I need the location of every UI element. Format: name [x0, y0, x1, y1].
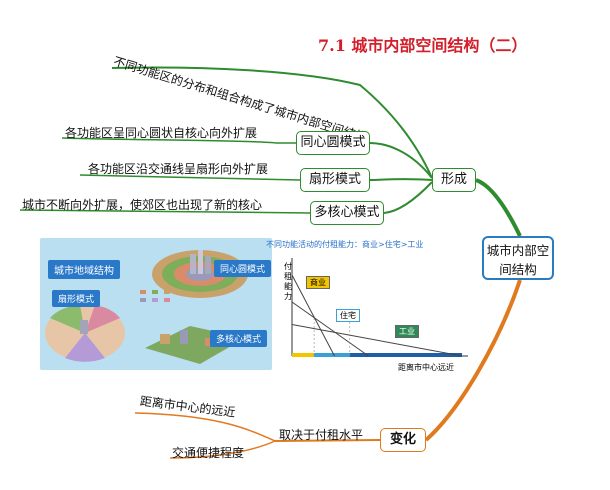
- chart-title: 不同功能活动的付租能力：商业>住宅>工业: [266, 240, 424, 249]
- tag-concentric: 同心圆模式: [214, 260, 272, 277]
- connector-desc-2: [79, 174, 301, 181]
- bid-rent-chart: [291, 258, 468, 357]
- connector-sub-2: [169, 440, 276, 459]
- page-title: 7.1 城市内部空间结构（二）: [318, 36, 528, 55]
- legend-swatches: [140, 290, 170, 302]
- model-sector-node: 扇形模式: [300, 168, 370, 192]
- model-desc-multinuclei: 城市不断向外扩展，使郊区也出现了新的核心: [22, 198, 263, 212]
- zone-bar-1: [314, 353, 350, 357]
- model-desc-concentric: 各功能区呈同心圆状自核心向外扩展: [65, 126, 258, 140]
- zone-bar-0: [292, 353, 315, 357]
- tag-sector: 扇形模式: [52, 290, 101, 307]
- series-label-commerce: 商业: [306, 276, 330, 289]
- zone-bar-2: [349, 353, 462, 357]
- center-node: 城市内部空间结构: [482, 236, 554, 280]
- model-concentric-node: 同心圆模式: [296, 131, 370, 155]
- illustration-title-tag: 城市地域结构: [48, 260, 120, 279]
- series-label-industry: 工业: [395, 325, 419, 338]
- chart-xlabel: 距离市中心远近: [398, 363, 454, 372]
- connector-center-formation: [475, 178, 522, 237]
- series-line-2: [291, 324, 463, 357]
- series-label-residence: 住宅: [336, 309, 360, 322]
- model-desc-sector: 各功能区沿交通线呈扇形向外扩展: [88, 162, 269, 176]
- connector-desc-1: [61, 137, 296, 144]
- connector-change-factor: [274, 439, 381, 442]
- change-factor: 取决于付租水平: [279, 428, 364, 442]
- connector-intro: [111, 66, 433, 179]
- series-line-1: [291, 301, 369, 357]
- connector-model-3: [383, 181, 433, 214]
- sector-model-picture: [45, 305, 125, 362]
- series-line-0: [291, 274, 335, 357]
- tag-multinuclei: 多核心模式: [210, 330, 268, 347]
- connector-model-2: [369, 178, 433, 181]
- formation-node: 形成: [432, 168, 476, 192]
- connector-desc-3: [19, 209, 311, 214]
- city-structure-illustration: 城市地域结构 同心圆模式 扇形模式 多核心模式: [40, 238, 272, 370]
- change-node: 变化: [380, 428, 426, 452]
- connector-center-change: [424, 279, 522, 442]
- change-sub-transport: 交通便捷程度: [172, 446, 245, 460]
- connector-sub-1: [134, 412, 276, 442]
- connector-model-1: [369, 142, 433, 179]
- model-multinuclei-node: 多核心模式: [310, 201, 384, 225]
- chart-ylabel: 付租能力: [284, 262, 292, 301]
